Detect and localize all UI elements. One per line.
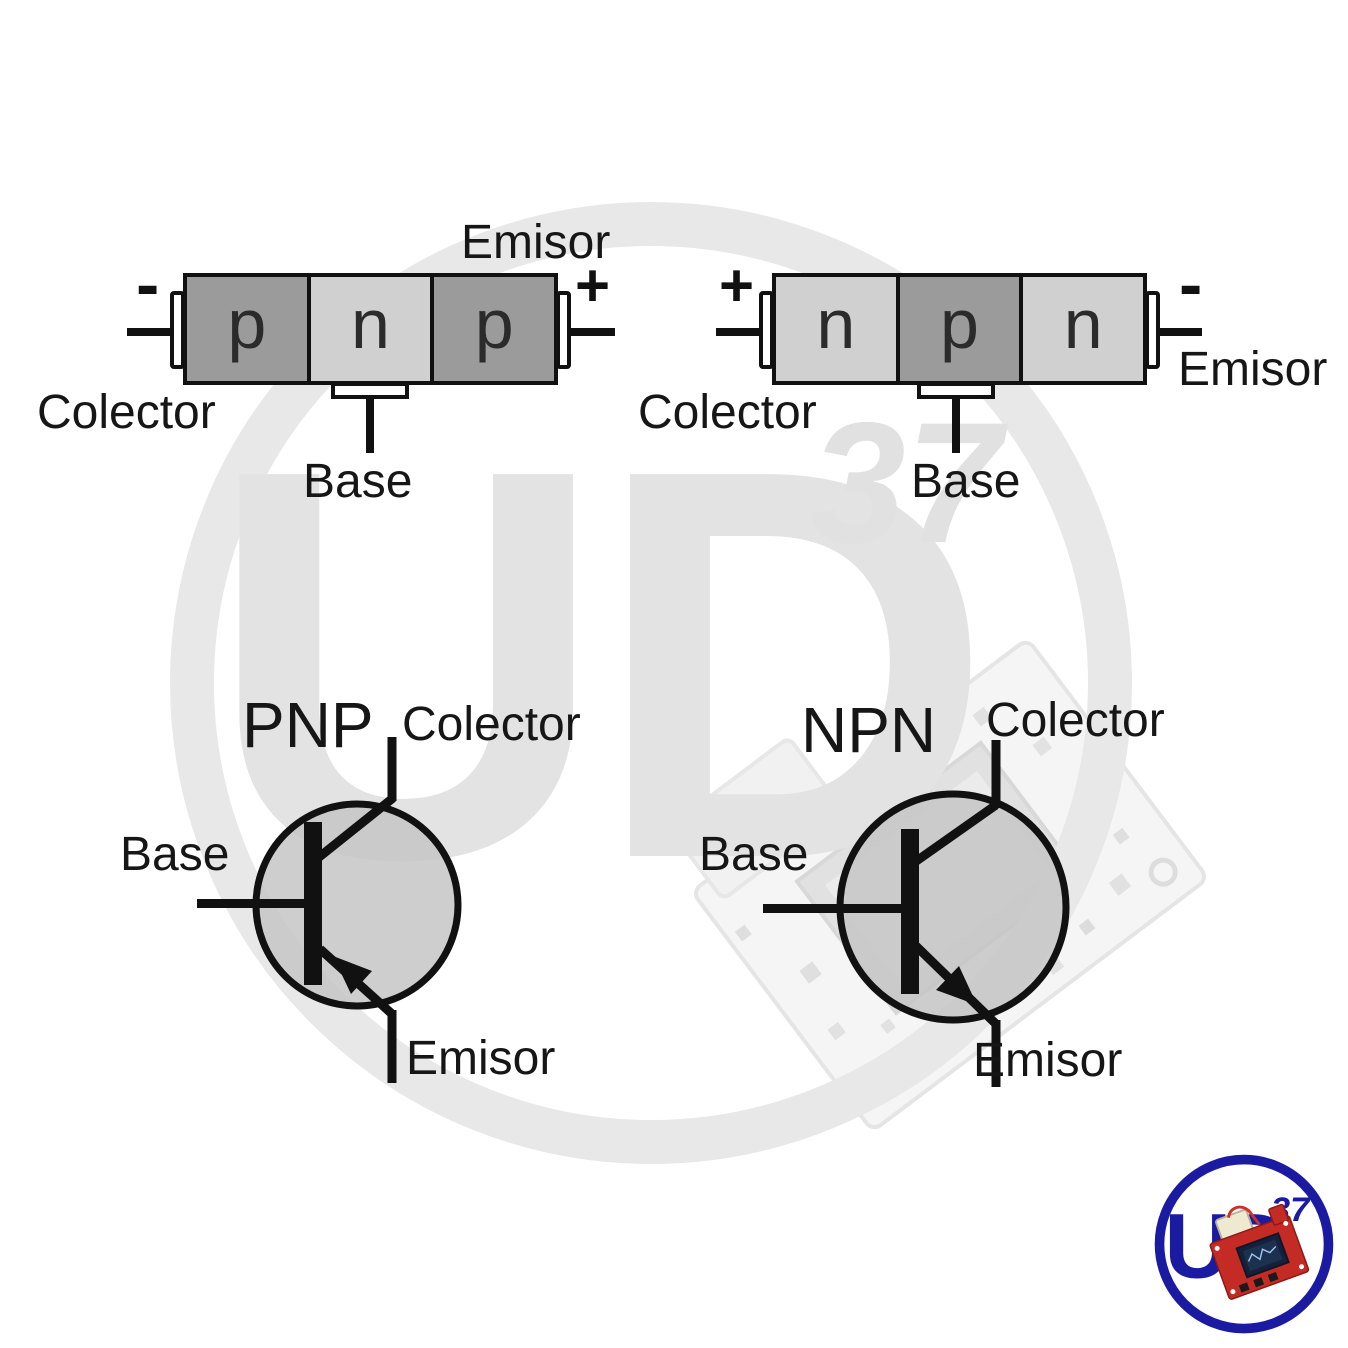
npn-emitter-lead-wire: [1158, 328, 1202, 336]
npn-region-p-letter: p: [940, 285, 979, 363]
npn-junction-block: n p n: [772, 273, 1147, 385]
npn-symbol-title: NPN: [801, 694, 937, 766]
npn-base-bar: [901, 829, 919, 994]
npn-block-emitter-label: Emisor: [1178, 343, 1328, 396]
pnp-collector-line: [315, 737, 397, 862]
pnp-emitter-arrow: [333, 956, 372, 994]
pnp-symbol-title: PNP: [242, 689, 374, 761]
npn-block-minus-sign: -: [1179, 245, 1203, 323]
npn-region-p: p: [899, 277, 1020, 381]
pnp-region-p2-letter: p: [474, 285, 514, 363]
npn-symbol-base-label: Base: [699, 828, 809, 881]
pnp-base-bar: [304, 822, 322, 985]
ud37-logo: UD 37: [1154, 1154, 1334, 1334]
npn-symbol-emitter-label: Emisor: [973, 1034, 1123, 1087]
npn-base-lead-wire: [952, 397, 960, 453]
npn-region-n1-letter: n: [816, 285, 856, 363]
logo-pcb-image: [1209, 1203, 1310, 1300]
pnp-block-minus-sign: -: [136, 245, 160, 323]
pnp-block-collector-label: Colector: [37, 386, 216, 439]
pnp-base-lead-wire: [366, 397, 374, 453]
pnp-region-p2: p: [434, 277, 555, 381]
npn-emitter-arrow: [936, 966, 977, 1005]
pnp-region-n: n: [310, 277, 431, 381]
pnp-collector-lead-wire: [127, 328, 172, 336]
npn-region-n1: n: [776, 277, 896, 381]
watermark-number: 37: [810, 387, 1009, 579]
pnp-symbol-collector-label: Colector: [402, 698, 581, 751]
npn-symbol-collector-label: Colector: [986, 694, 1165, 747]
pnp-junction-block: p n p: [183, 273, 558, 385]
npn-block-collector-label: Colector: [638, 386, 817, 439]
pnp-region-n-letter: n: [351, 285, 390, 363]
npn-region-n2-letter: n: [1063, 285, 1103, 363]
npn-collector-lead-wire: [716, 328, 761, 336]
pnp-symbol-emitter-label: Emisor: [406, 1032, 556, 1085]
pnp-block-base-label: Base: [303, 455, 413, 508]
pnp-symbol-drawing: [197, 737, 462, 1083]
npn-symbol-drawing: [763, 740, 1070, 1087]
pnp-base-line: [197, 899, 307, 908]
pnp-region-p1-letter: p: [227, 285, 267, 363]
npn-block-base-label: Base: [911, 455, 1021, 508]
pnp-block-emitter-label: Emisor: [461, 216, 611, 269]
pnp-emitter-lead-wire: [569, 328, 615, 336]
watermark-ring: [170, 202, 1132, 1164]
npn-block-plus-sign: +: [719, 252, 755, 319]
pnp-block-plus-sign: +: [575, 252, 611, 319]
npn-collector-line: [912, 740, 1001, 866]
npn-base-line: [763, 904, 905, 913]
pnp-region-p1: p: [187, 277, 307, 381]
npn-region-n2: n: [1023, 277, 1144, 381]
pnp-symbol-base-label: Base: [120, 828, 230, 881]
